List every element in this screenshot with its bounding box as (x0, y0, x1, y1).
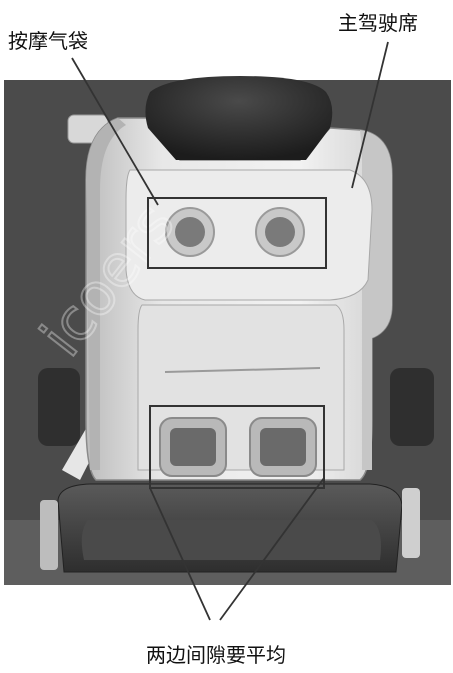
massage-airbag-label: 按摩气袋 (8, 29, 88, 53)
cushion-front (82, 520, 381, 560)
right-side-pad (390, 368, 434, 446)
right-base-bracket (402, 488, 420, 558)
left-base-bracket (40, 500, 58, 570)
headrest (145, 76, 332, 160)
driver-seat-label: 主驾驶席 (338, 11, 418, 35)
left-side-pad (38, 368, 80, 446)
gap-note-label: 两边间隙要平均 (146, 643, 286, 667)
